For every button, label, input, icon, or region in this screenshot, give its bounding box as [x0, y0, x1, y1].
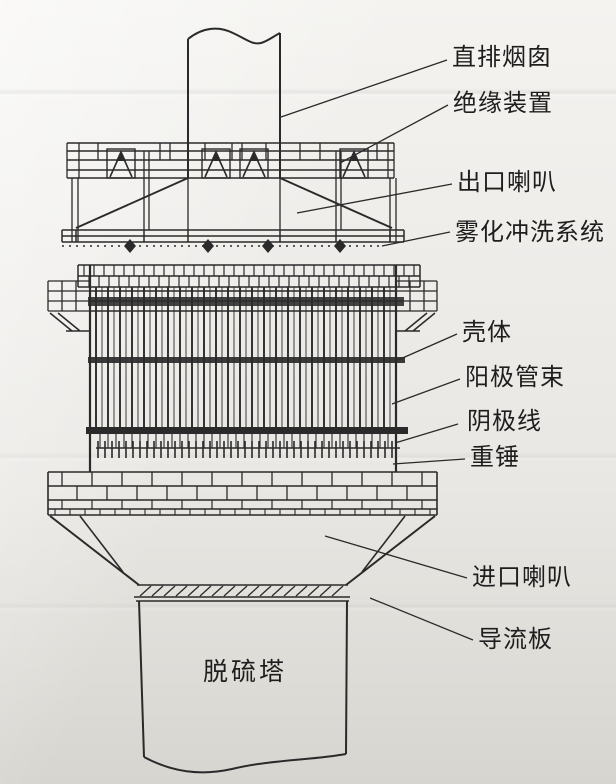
inlet-horn	[49, 515, 436, 586]
guide-plate-band	[134, 584, 350, 602]
label-insulation-device: 绝缘装置	[453, 89, 553, 117]
label-desulfurization-tower: 脱硫塔	[203, 657, 287, 686]
insulator-unit	[239, 148, 269, 179]
desulfurization-tower	[138, 600, 348, 774]
insulator-unit	[201, 148, 231, 179]
leader-lines	[280, 59, 474, 641]
shell-and-bands	[86, 265, 408, 472]
label-shell: 壳体	[462, 318, 512, 346]
label-anode-tube-bundle: 阳极管束	[465, 363, 565, 391]
tower-break-line	[143, 753, 347, 774]
lower-walkway-ring	[47, 471, 438, 516]
label-spray-wash-system: 雾化冲洗系统	[455, 218, 605, 246]
outlet-horn	[71, 151, 397, 242]
insulation-devices	[106, 148, 369, 179]
label-cathode-wire: 阴极线	[467, 407, 542, 435]
callout-labels: 直排烟囱 绝缘装置 出口喇叭 雾化冲洗系统 壳体 阳极管束 阴极线 重锤 进口喇…	[203, 43, 605, 686]
bottom-support-band	[86, 427, 408, 434]
body-top-flange	[61, 229, 405, 243]
mid-support-band	[88, 357, 405, 363]
spray-wash-system	[62, 239, 380, 253]
spray-nozzles	[124, 239, 346, 253]
walkway-band	[88, 297, 404, 306]
label-outlet-horn: 出口喇叭	[457, 168, 557, 196]
shell-walls	[88, 265, 398, 472]
insulator-unit	[339, 148, 369, 179]
label-weight: 重锤	[470, 443, 520, 471]
insulator-unit	[106, 148, 136, 179]
label-guide-plate: 导流板	[478, 625, 553, 653]
label-chimney: 直排烟囱	[452, 43, 552, 71]
label-inlet-horn: 进口喇叭	[472, 563, 572, 591]
